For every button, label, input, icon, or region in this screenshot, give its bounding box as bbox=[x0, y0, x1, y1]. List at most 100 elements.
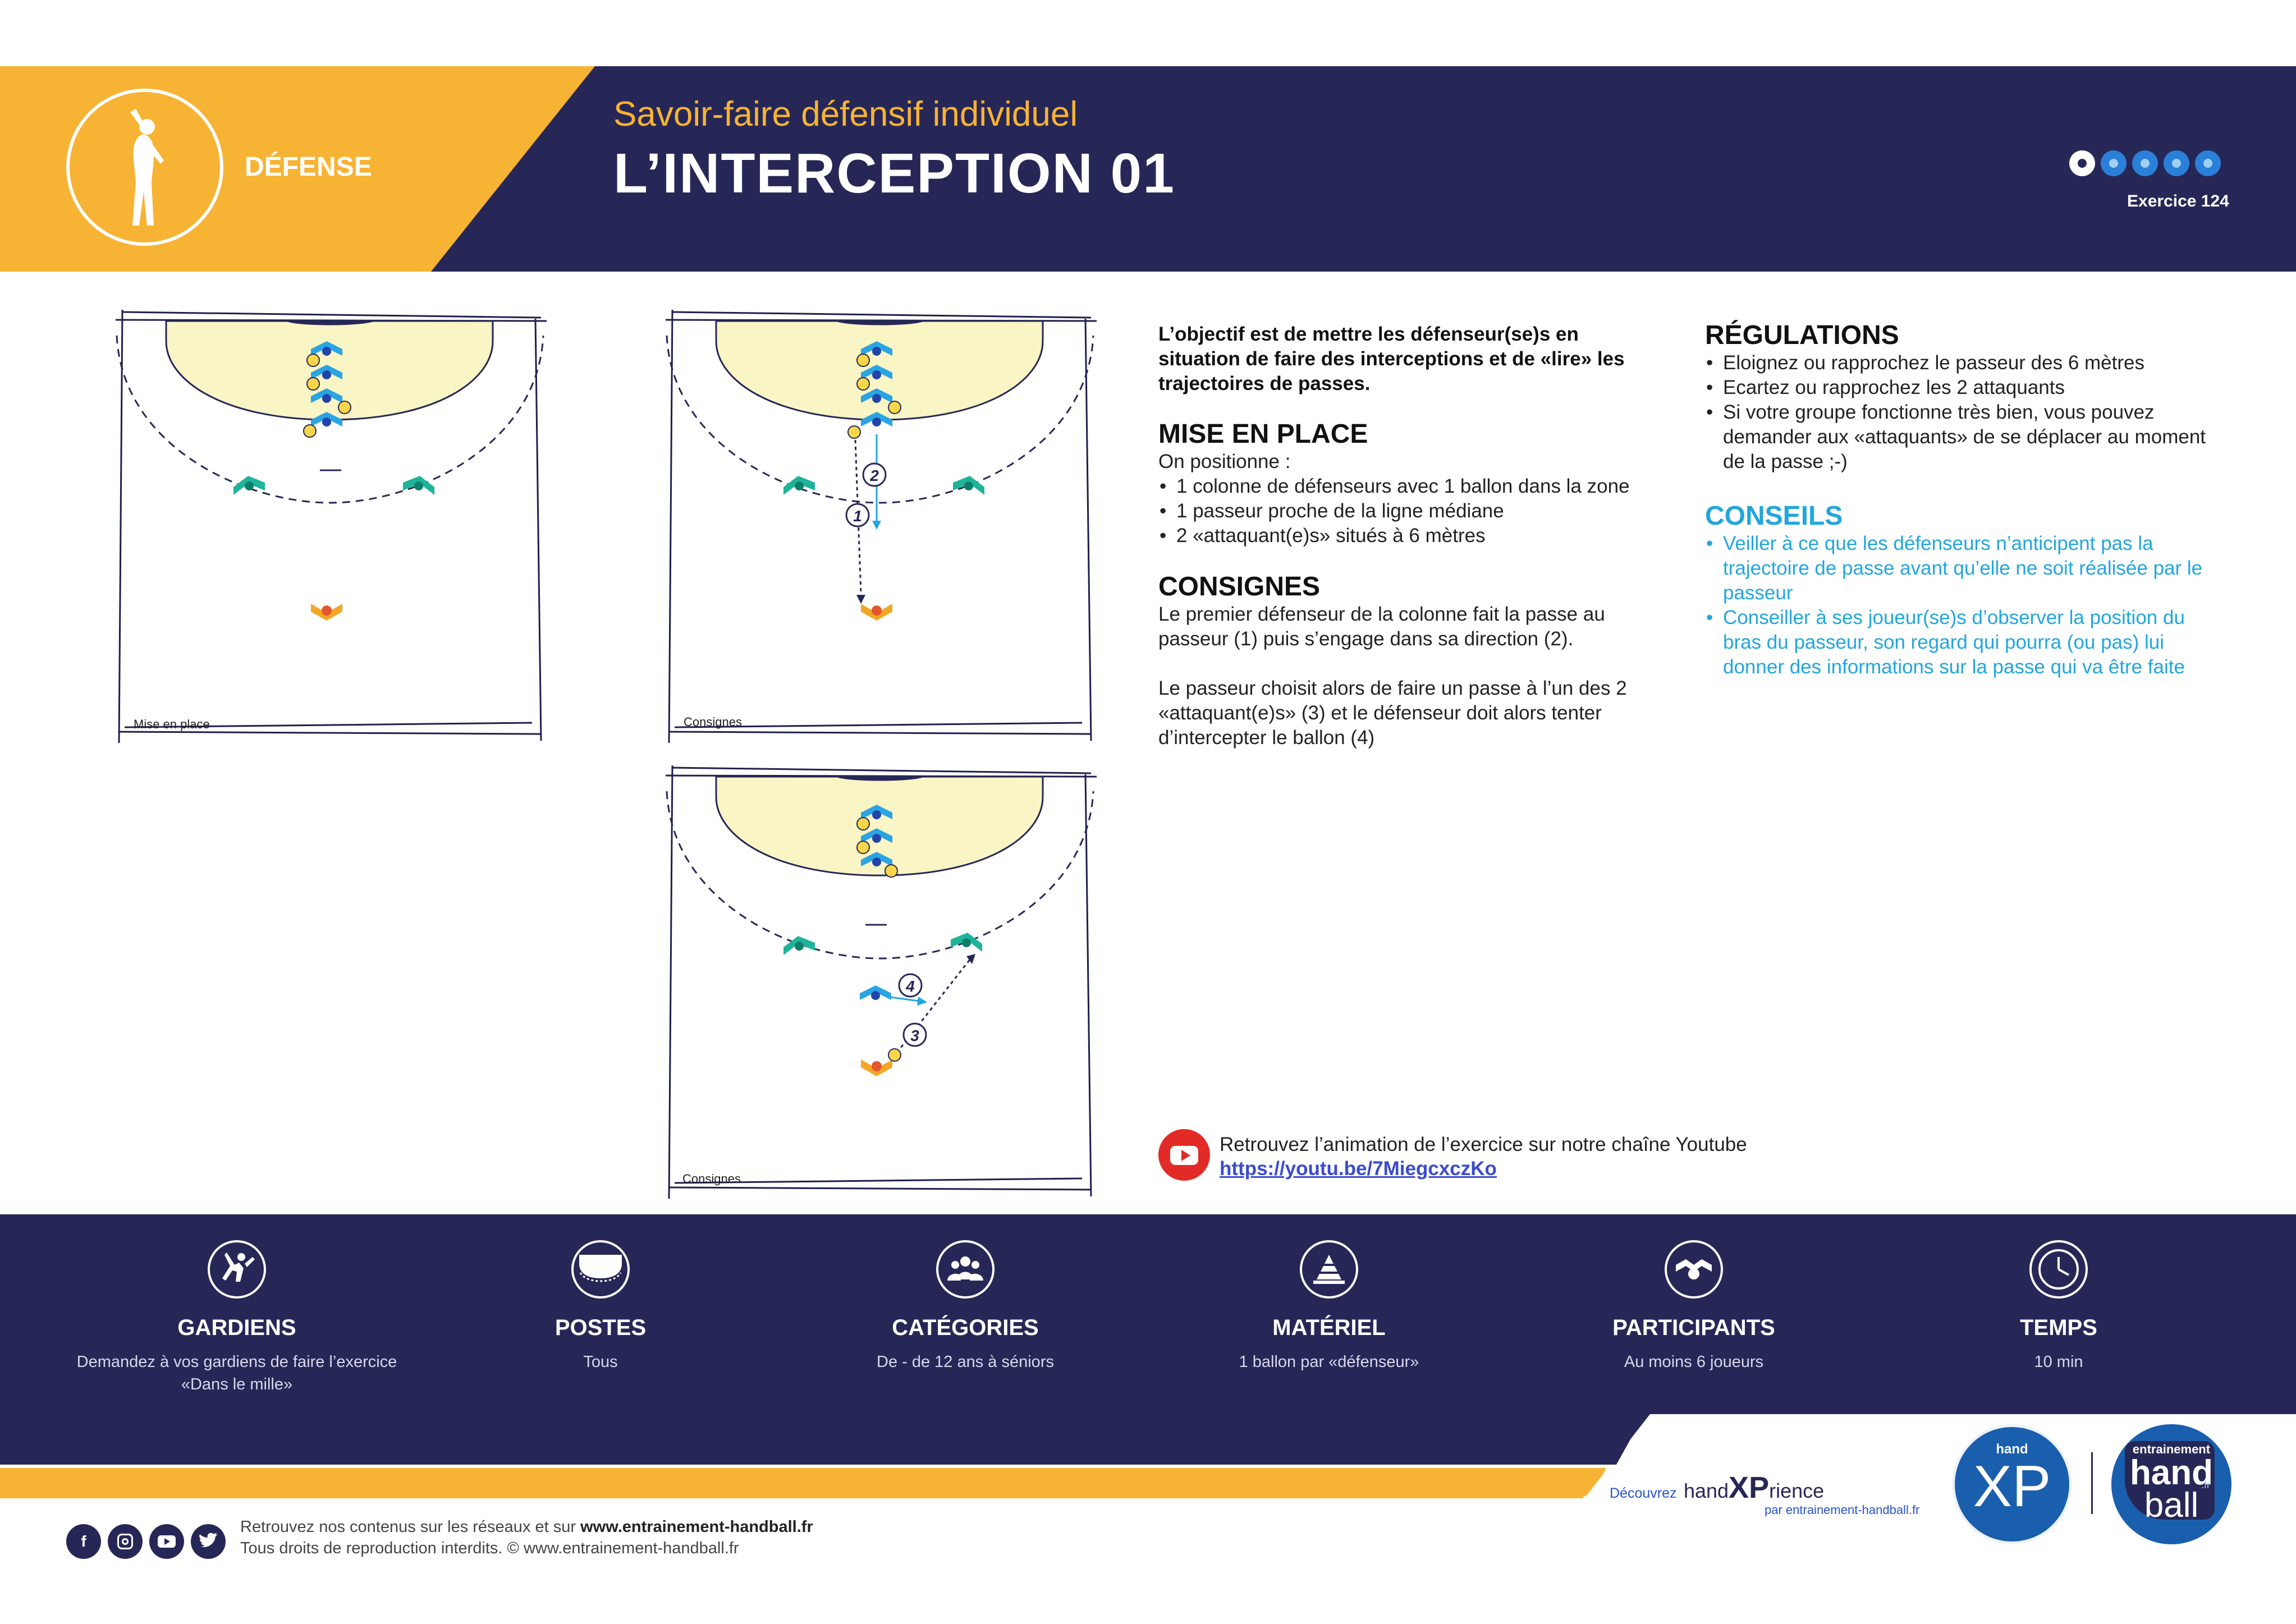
info-title: PARTICIPANTS bbox=[1612, 1315, 1775, 1340]
exercise-number: Exercice 124 bbox=[2127, 192, 2229, 210]
attacker-left bbox=[233, 476, 265, 495]
info-value: Au moins 6 joueurs bbox=[1624, 1353, 1764, 1371]
footer-site-link[interactable]: www.entrainement-handball.fr bbox=[580, 1518, 813, 1536]
svg-text:3: 3 bbox=[910, 1027, 919, 1044]
discover-label: Découvrez bbox=[1610, 1485, 1677, 1501]
step-marker-2: 2 bbox=[862, 462, 887, 487]
list-item: 1 passeur proche de la ligne médiane bbox=[1158, 499, 1663, 524]
attacker-right bbox=[403, 476, 434, 495]
info-value: De - de 12 ans à séniors bbox=[877, 1353, 1054, 1371]
info-participants: PARTICIPANTS Au moins 6 joueurs bbox=[1514, 1240, 1873, 1373]
entrainement-handball-logo[interactable]: entrainement hand ball .fr bbox=[2111, 1424, 2231, 1544]
info-goalkeepers: GARDIENS Demandez à vos gardiens de fair… bbox=[57, 1240, 416, 1396]
defender-column bbox=[303, 341, 351, 438]
exercise-title: L’INTERCEPTION 01 bbox=[613, 142, 1175, 205]
court-positions-icon bbox=[571, 1240, 630, 1299]
svg-text:2: 2 bbox=[869, 467, 879, 484]
youtube-icon[interactable] bbox=[1158, 1129, 1210, 1181]
instructions-paragraph: Le premier défenseur de la colonne fait … bbox=[1158, 603, 1605, 650]
list-item: Si votre groupe fonctionne très bien, vo… bbox=[1705, 400, 2221, 474]
logo-hand-text: hand bbox=[2129, 1453, 2213, 1492]
court-diagram-instructions-1: 2 1 Consignes bbox=[665, 309, 1097, 744]
youtube-link[interactable]: https://youtu.be/7MiegcxczKo bbox=[1220, 1158, 1497, 1180]
svg-text:1: 1 bbox=[853, 507, 862, 525]
brand-xp: XP bbox=[1729, 1471, 1770, 1504]
list-item: 2 «attaquant(e)s» situés à 6 mètres bbox=[1158, 524, 1663, 548]
cone-icon bbox=[1300, 1240, 1358, 1299]
instructions-paragraph: Le passeur choisit alors de faire un pas… bbox=[1158, 677, 1627, 749]
court-label: Mise en place bbox=[134, 717, 210, 731]
youtube-social-icon[interactable] bbox=[149, 1524, 184, 1559]
brand-rience: rience bbox=[1769, 1479, 1825, 1502]
list-item: 1 colonne de défenseurs avec 1 ballon da… bbox=[1158, 474, 1663, 499]
list-item: Conseiller à ses joueur(se)s d’observer … bbox=[1705, 605, 2221, 680]
twitter-icon[interactable] bbox=[191, 1524, 226, 1559]
difficulty-ball-icon bbox=[2195, 150, 2221, 176]
handxp-logo[interactable]: hand XP bbox=[1952, 1424, 2072, 1544]
step-marker-3: 3 bbox=[902, 1022, 927, 1047]
info-title: POSTES bbox=[554, 1315, 647, 1340]
instructions-heading: CONSIGNES bbox=[1158, 572, 1321, 602]
footer-line1: Retrouvez nos contenus sur les réseaux e… bbox=[240, 1518, 581, 1536]
footer-text: Retrouvez nos contenus sur les réseaux e… bbox=[240, 1516, 813, 1559]
footer-copyright: Tous droits de reproduction interdits. ©… bbox=[240, 1539, 739, 1557]
setup-heading: MISE EN PLACE bbox=[1158, 419, 1368, 449]
difficulty-ball-icon bbox=[2132, 150, 2158, 176]
difficulty-ball-icon bbox=[2164, 150, 2189, 176]
goalkeeper-icon bbox=[208, 1240, 266, 1299]
difficulty-ball-icon bbox=[2101, 150, 2127, 176]
court-diagram-setup: Mise en place bbox=[115, 309, 547, 744]
list-item: Ecartez ou rapprochez les 2 attaquants bbox=[1705, 375, 2221, 400]
court-label: Consignes bbox=[684, 715, 742, 729]
facebook-icon[interactable]: f bbox=[66, 1524, 101, 1559]
court-diagram-instructions-2: 4 3 Consignes bbox=[665, 765, 1097, 1199]
list-item: Veiller à ce que les défenseurs n’antici… bbox=[1705, 531, 2221, 605]
info-title: CATÉGORIES bbox=[892, 1315, 1039, 1340]
logo-small-text: entrainement bbox=[2132, 1442, 2211, 1456]
info-title: MATÉRIEL bbox=[1272, 1315, 1386, 1340]
instructions-section: CONSIGNES Le premier défenseur de la col… bbox=[1158, 571, 1663, 750]
setup-intro: On positionne : bbox=[1158, 451, 1291, 472]
logo-ball-text: ball bbox=[2144, 1486, 2199, 1525]
info-title: GARDIENS bbox=[177, 1315, 296, 1340]
exercise-subtitle: Savoir-faire défensif individuel bbox=[613, 95, 1078, 134]
list-item: Eloignez ou rapprochez le passeur des 6 … bbox=[1705, 351, 2221, 375]
logo-small-text: hand bbox=[1996, 1442, 2028, 1457]
info-categories: CATÉGORIES De - de 12 ans à séniors bbox=[786, 1240, 1145, 1373]
brand-hand: hand bbox=[1683, 1479, 1729, 1502]
passer bbox=[311, 604, 342, 621]
players-icon bbox=[1665, 1240, 1723, 1299]
defense-player-icon bbox=[66, 89, 223, 246]
category-label: DÉFENSE bbox=[245, 152, 372, 182]
svg-text:4: 4 bbox=[905, 978, 915, 995]
clock-icon bbox=[2029, 1240, 2088, 1299]
regulations-section: RÉGULATIONS Eloignez ou rapprochez le pa… bbox=[1705, 320, 2221, 474]
tips-heading: CONSEILS bbox=[1705, 501, 1843, 531]
difficulty-ball-icon bbox=[2069, 150, 2095, 176]
tips-section: CONSEILS Veiller à ce que les défenseurs… bbox=[1705, 501, 2221, 680]
step-marker-1: 1 bbox=[845, 503, 870, 527]
info-time: TEMPS 10 min bbox=[1879, 1240, 2238, 1373]
info-positions: POSTES Tous bbox=[421, 1240, 780, 1373]
info-value: 1 ballon par «défenseur» bbox=[1239, 1353, 1419, 1371]
youtube-text: Retrouvez l’animation de l’exercice sur … bbox=[1220, 1134, 1747, 1155]
group-icon bbox=[936, 1240, 995, 1299]
info-value: Demandez à vos gardiens de faire l’exerc… bbox=[76, 1353, 397, 1393]
difficulty-rating bbox=[2068, 149, 2236, 183]
info-value: Tous bbox=[583, 1353, 618, 1371]
setup-section: MISE EN PLACE On positionne : 1 colonne … bbox=[1158, 419, 1663, 548]
logo-big-text: XP bbox=[1973, 1454, 2051, 1519]
logo-fr-text: .fr bbox=[2201, 1479, 2210, 1490]
objective-text: L’objectif est de mettre les défenseur(s… bbox=[1158, 323, 1625, 394]
logo-divider bbox=[2091, 1452, 2093, 1514]
brand-par: par entrainement-handball.fr bbox=[1765, 1503, 1920, 1517]
info-title: TEMPS bbox=[2020, 1315, 2097, 1340]
court-label: Consignes bbox=[682, 1172, 741, 1186]
handxp-promo[interactable]: Découvrez handXPrience par entrainement-… bbox=[1610, 1470, 1919, 1517]
instagram-icon[interactable] bbox=[108, 1524, 143, 1559]
footer-band bbox=[0, 1414, 1644, 1498]
regulations-heading: RÉGULATIONS bbox=[1705, 320, 1899, 350]
info-equipment: MATÉRIEL 1 ballon par «défenseur» bbox=[1149, 1240, 1509, 1373]
step-marker-4: 4 bbox=[898, 973, 923, 998]
info-value: 10 min bbox=[2034, 1353, 2083, 1371]
